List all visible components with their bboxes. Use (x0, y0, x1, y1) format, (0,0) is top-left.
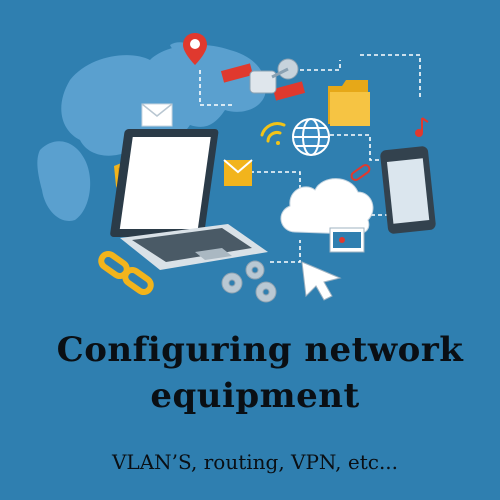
laptop-icon (110, 129, 268, 270)
music-note-icon (415, 117, 429, 137)
tablet-icon (380, 146, 436, 234)
cloud-icon (280, 178, 374, 235)
envelope-icon (141, 103, 173, 127)
image-card-icon (329, 227, 365, 253)
title-line-2: equipment (150, 376, 360, 416)
title-line-1: Configuring network (56, 330, 464, 370)
folder-icon (328, 80, 370, 126)
network-illustration (37, 33, 436, 303)
chain-link-icon (98, 250, 154, 296)
wifi-icon (260, 122, 286, 145)
cursor-icon (301, 261, 342, 301)
globe-icon (292, 118, 330, 156)
location-pin-icon (183, 33, 207, 65)
mail-icon (223, 159, 253, 186)
gears-icon (221, 260, 277, 303)
subtitle: VLAN’S, routing, VPN, etc... (111, 450, 399, 474)
satellite-icon (220, 58, 306, 101)
paperclip-icon (350, 164, 371, 181)
